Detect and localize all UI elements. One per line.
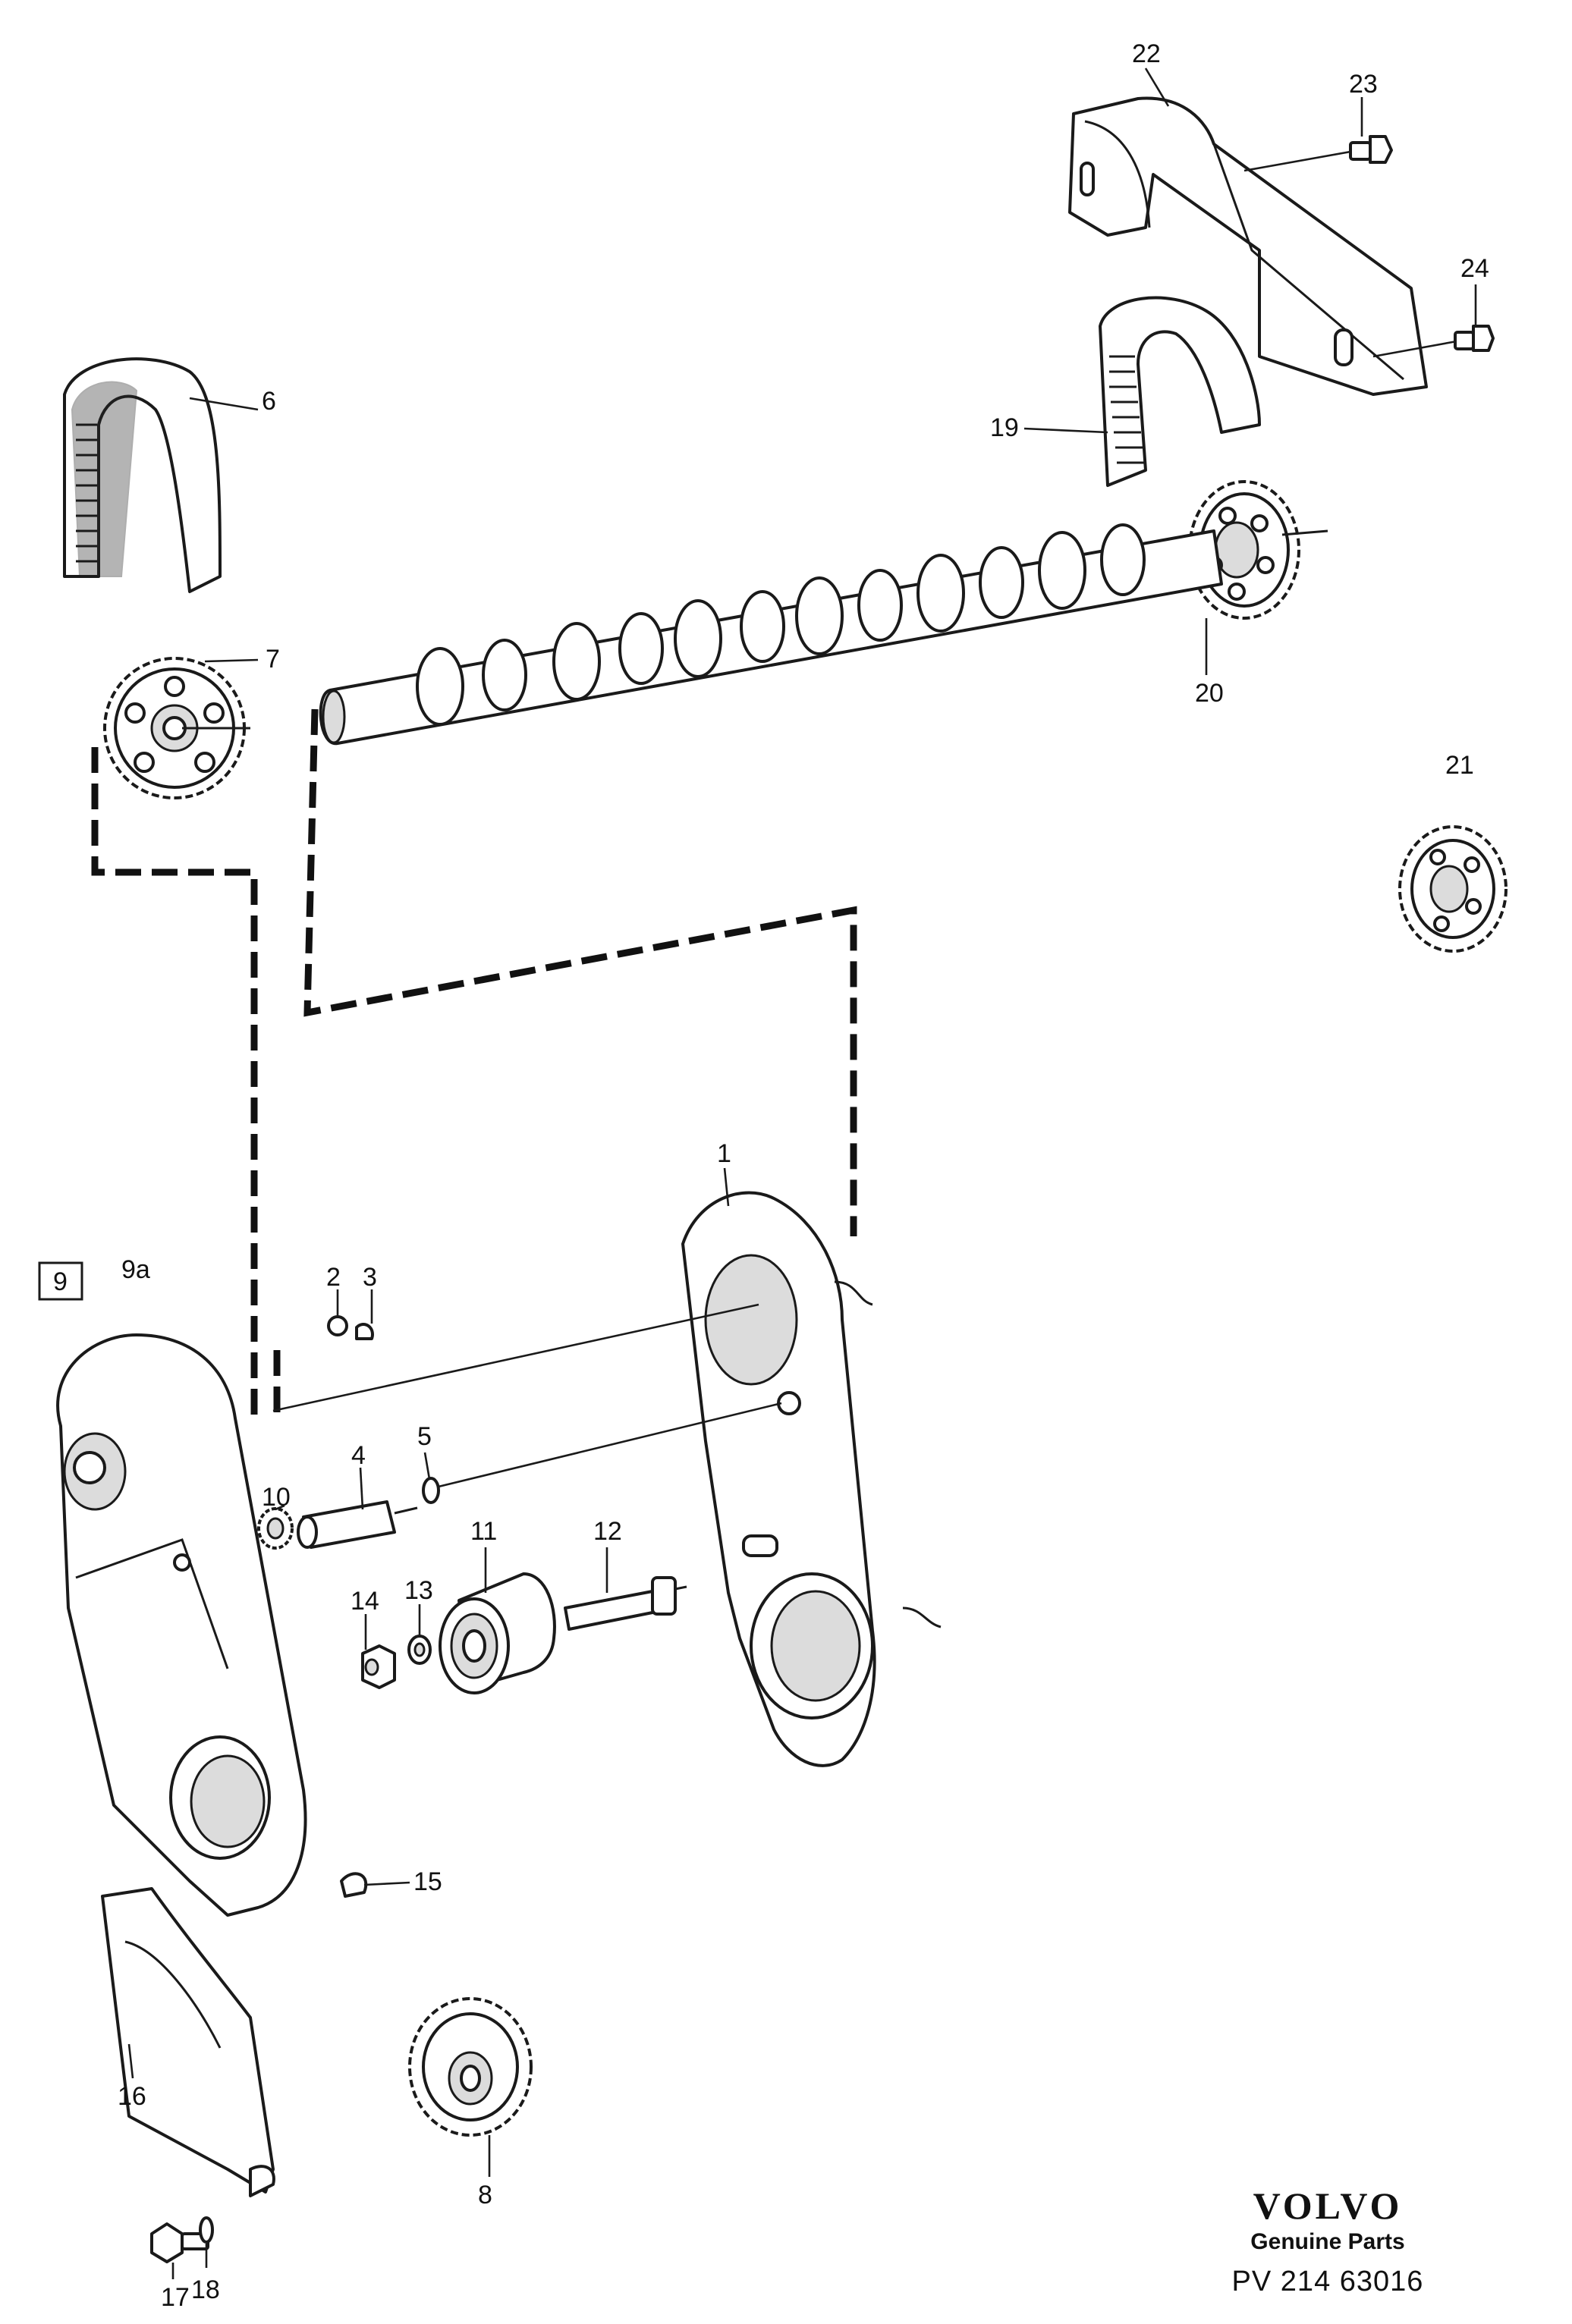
part-10-nut[interactable] xyxy=(257,1507,294,1550)
part-6-timing-belt[interactable] xyxy=(63,357,222,593)
part-23-bolt[interactable] xyxy=(1243,135,1393,172)
part-19-timing-belt[interactable] xyxy=(1099,296,1261,487)
callout-8: 8 xyxy=(478,2181,492,2209)
callout-22: 22 xyxy=(1132,39,1161,68)
part-11-tensioner-roller[interactable] xyxy=(439,1572,556,1694)
part-8-crankshaft-gear[interactable] xyxy=(408,1997,533,2137)
part-5-washer[interactable] xyxy=(422,1402,782,1504)
callout-17: 17 xyxy=(161,2283,190,2312)
callout-6: 6 xyxy=(262,387,276,416)
part-13-washer[interactable] xyxy=(407,1635,432,1665)
callout-21: 21 xyxy=(1445,751,1474,780)
part-24-bolt[interactable] xyxy=(1372,325,1495,358)
part-18-washer[interactable] xyxy=(199,2216,214,2244)
callout-23: 23 xyxy=(1349,70,1378,99)
callout-5: 5 xyxy=(417,1422,432,1451)
part-3-clip[interactable] xyxy=(272,1289,759,1412)
camshaft[interactable] xyxy=(319,523,1223,746)
part-16-lower-cover[interactable] xyxy=(101,1887,275,2197)
part-9a-timing-cover[interactable] xyxy=(56,1333,307,1917)
callout-19: 19 xyxy=(990,413,1019,442)
callout-10: 10 xyxy=(262,1483,291,1512)
part-15-clip[interactable] xyxy=(340,1872,410,1898)
callout-11: 11 xyxy=(470,1517,497,1546)
callout-3: 3 xyxy=(363,1263,377,1292)
part-4-pin[interactable] xyxy=(297,1500,418,1549)
brand-block: VOLVO Genuine Parts PV 214 63016 xyxy=(1214,2184,1442,2301)
part-21-gear[interactable] xyxy=(1398,825,1508,953)
brand-subtitle: Genuine Parts xyxy=(1250,2229,1405,2254)
part-2-screw[interactable] xyxy=(327,1289,348,1336)
callout-labels: 22 23 24 6 19 7 20 21 1 2 3 9a 10 4 5 11… xyxy=(118,39,1489,2312)
part-14-nut[interactable] xyxy=(361,1644,396,1689)
callout-24: 24 xyxy=(1460,254,1489,283)
callout-13: 13 xyxy=(404,1576,433,1605)
callout-7: 7 xyxy=(266,645,280,674)
diagram-code: PV 214 63016 xyxy=(1231,2266,1424,2297)
part-7-camshaft-gear[interactable] xyxy=(103,657,250,799)
callout-14: 14 xyxy=(351,1587,379,1616)
part-1-backing-plate[interactable] xyxy=(681,1191,942,1767)
volvo-logo-text: VOLVO xyxy=(1253,2184,1403,2227)
callout-2: 2 xyxy=(326,1263,341,1292)
callout-15: 15 xyxy=(413,1867,442,1896)
callout-12: 12 xyxy=(593,1517,622,1546)
callout-9: 9 xyxy=(53,1267,68,1296)
callout-16: 16 xyxy=(118,2082,146,2111)
callout-18: 18 xyxy=(191,2275,220,2304)
callout-9a: 9a xyxy=(121,1255,150,1284)
part-12-stud[interactable] xyxy=(564,1576,687,1631)
group-9-box: 9 xyxy=(38,1261,83,1301)
assembly-dash-lines xyxy=(91,708,857,1418)
callout-1: 1 xyxy=(717,1139,731,1168)
part-22-upper-belt-cover[interactable] xyxy=(1068,96,1428,396)
callout-4: 4 xyxy=(351,1441,366,1470)
leader-lines xyxy=(127,68,1477,2279)
callout-20: 20 xyxy=(1195,679,1224,708)
